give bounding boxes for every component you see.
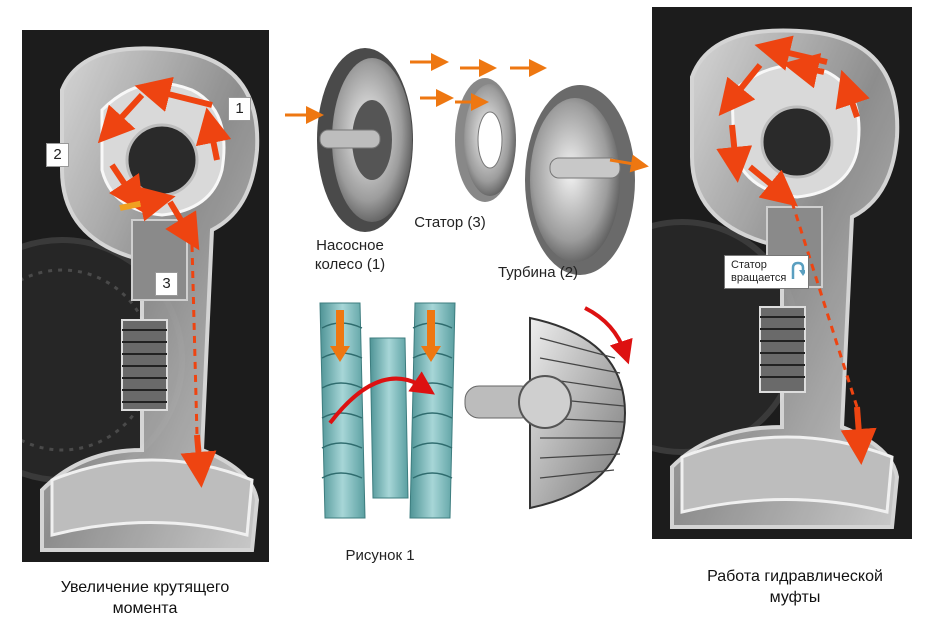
left-caption-line1: Увеличение крутящего [60,579,230,596]
left-caption-line2: момента [112,600,178,617]
rotation-arrow-icon [792,261,806,279]
stator-wheel [455,78,516,202]
turbine-wheel [525,85,635,275]
right-caption-line2: муфты [769,589,821,606]
marker-2: 2 [46,143,69,167]
stator-rotates-note: Статор вращается [724,255,810,289]
marker-1: 1 [228,97,251,121]
figure-caption: Рисунок 1 [345,547,415,564]
label-pump-line1: Насосное [316,237,384,254]
pump-wheel [317,48,413,232]
left-caption: Увеличение крутящего момента [45,577,245,619]
right-caption-line1: Работа гидравлической [707,568,883,585]
marker-3: 3 [155,272,178,296]
label-pump-line2: колесо (1) [314,256,386,273]
left-cutaway-photo: 1 2 3 [22,30,269,562]
stator-note-line1: Статор [731,259,767,271]
label-pump-wheel: Насосное колесо (1) [300,236,400,274]
right-caption: Работа гидравлической муфты [690,566,900,608]
label-stator: Статор (3) [414,214,486,231]
stator-note-line2: вращается [731,272,787,284]
blade-detail-illustration [319,302,633,519]
left-cutaway-illustration [22,30,269,562]
label-turbine: Турбина (2) [497,264,579,281]
exploded-view-illustration [285,48,649,275]
right-cutaway-photo: Статор вращается [652,7,912,539]
